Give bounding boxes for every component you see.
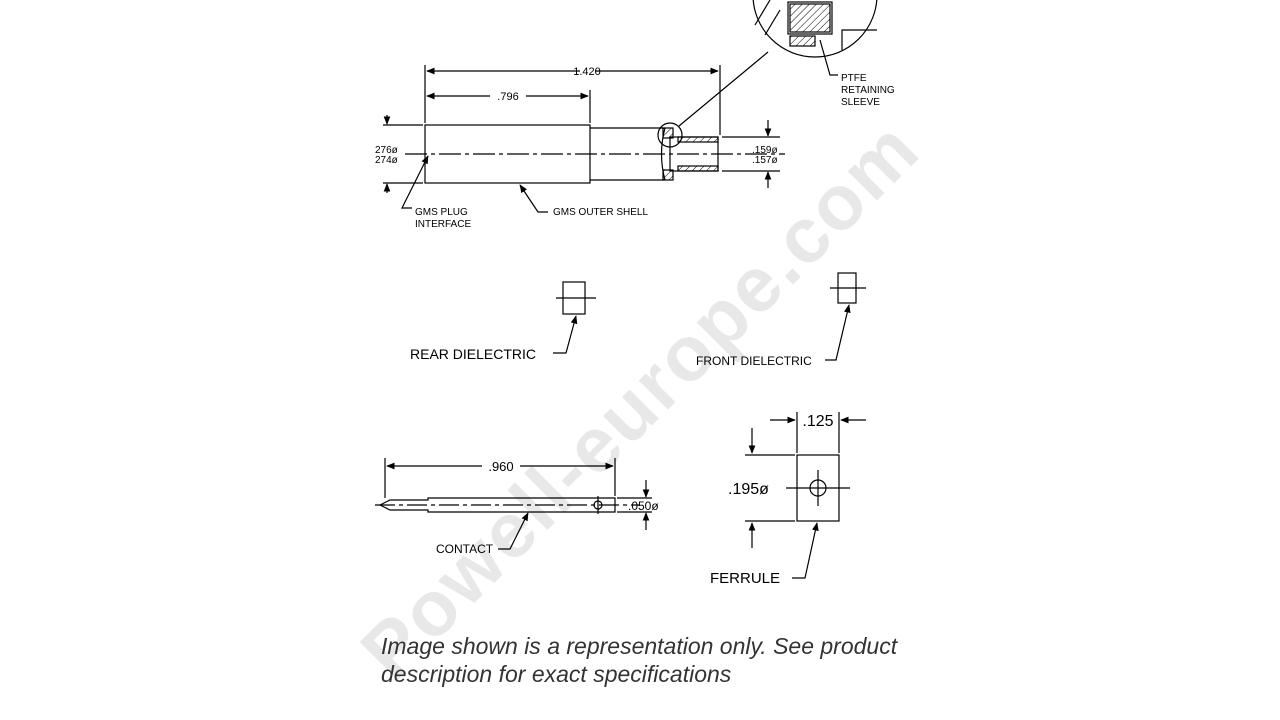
gms-outer-shell-label: GMS OUTER SHELL xyxy=(553,207,648,218)
detail-callout-circle xyxy=(657,122,683,148)
ferrule-part xyxy=(745,412,866,579)
contact-part xyxy=(375,458,652,550)
dim-274-label: 274ø xyxy=(375,155,398,166)
rear-dielectric-part xyxy=(553,281,596,354)
shell-tube-hatch-top xyxy=(677,136,719,143)
gms-plug-label-line1: GMS PLUG xyxy=(415,207,468,218)
dim-050-label: .050ø xyxy=(628,499,659,513)
dim-796-label: .796 xyxy=(497,91,518,103)
contact-label: CONTACT xyxy=(436,542,494,556)
front-dielectric-label: FRONT DIELECTRIC xyxy=(696,354,812,368)
ferrule-label: FERRULE xyxy=(710,570,780,587)
ptfe-label-line3: SLEEVE xyxy=(841,97,880,108)
front-dielectric-part xyxy=(825,272,866,361)
ptfe-label-line2: RETAINING xyxy=(841,85,895,96)
dim-1420-label: 1.420 xyxy=(573,66,601,78)
dim-195-label: .195ø xyxy=(728,481,769,498)
dim-276-label: 276ø xyxy=(375,145,398,156)
ptfe-detail-view xyxy=(752,0,878,76)
dim-159-label: .159ø xyxy=(752,145,778,156)
ptfe-label-line1: PTFE xyxy=(841,73,867,84)
dim-960-label: .960 xyxy=(488,459,513,474)
outer-shell-assembly xyxy=(383,51,785,213)
image-disclaimer-caption: Image shown is a representation only. Se… xyxy=(381,633,898,687)
dim-125-label: .125 xyxy=(802,413,833,430)
gms-plug-label-line2: INTERFACE xyxy=(415,219,471,230)
rear-dielectric-label: REAR DIELECTRIC xyxy=(410,346,536,362)
dim-157-label: .157ø xyxy=(752,155,778,166)
shell-tube-hatch-bottom xyxy=(677,165,719,172)
drawing-labels: PTFE RETAINING SLEEVE 1.420 .796 276ø 27… xyxy=(375,66,895,587)
